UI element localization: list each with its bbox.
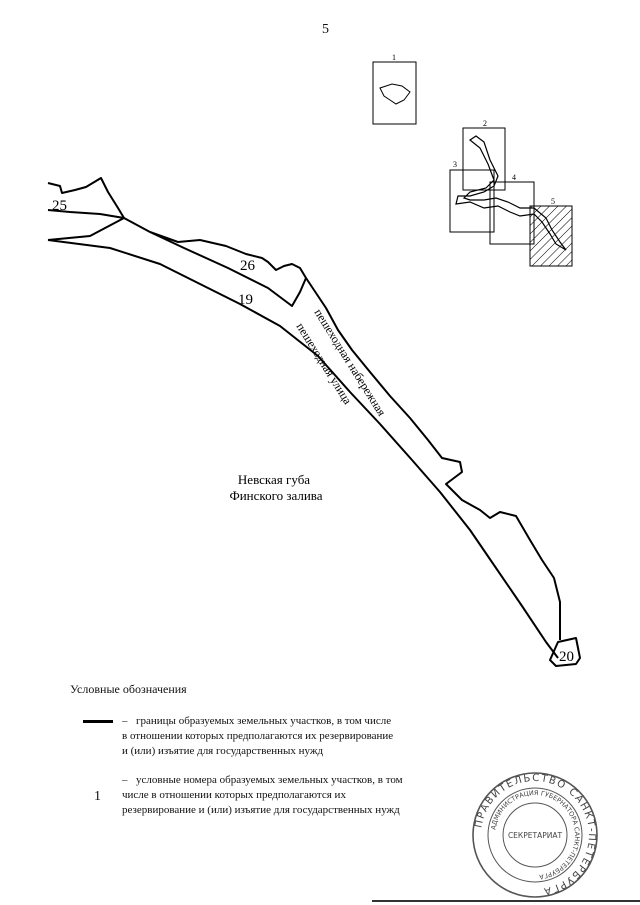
key-map: 1 2 3 4 5	[372, 53, 573, 267]
parcel-20-boundary	[549, 637, 581, 667]
legend-number-text-2: числе в отношении которых предполагаются…	[122, 789, 346, 801]
page-number: 5	[322, 22, 329, 37]
parcel-boundaries	[47, 177, 581, 667]
parcel-label-25: 25	[52, 198, 67, 214]
key-label-1: 1	[392, 53, 396, 62]
legend-boundary-dash: –	[122, 715, 128, 727]
legend-boundary-symbol	[83, 720, 113, 723]
parcel-26-boundary	[123, 217, 307, 307]
legend-number-symbol: 1	[94, 789, 101, 804]
key-label-2: 2	[483, 119, 487, 128]
legend-boundary-text-2: в отношении которых предполагаются их ре…	[122, 730, 394, 742]
key-sheet-3	[449, 169, 495, 233]
legend-boundary-text-3: и (или) изъятие для государственных нужд	[122, 745, 324, 757]
parcel-label-26: 26	[240, 258, 256, 274]
embankment-boundary	[305, 277, 561, 640]
key-shape-1	[379, 83, 411, 105]
water-label-line2: Финского залива	[229, 488, 322, 503]
map-canvas: 1 2 3 4 5 25 26 19 20 пешеходная набереж…	[47, 53, 581, 667]
parcel-25-boundary	[47, 177, 125, 219]
key-sheet-1	[372, 61, 417, 125]
official-seal: ПРАВИТЕЛЬСТВО САНКТ-ПЕТЕРБУРГА АДМИНИСТР…	[472, 772, 598, 898]
legend-boundary-text-1: границы образуемых земельных участков, в…	[136, 715, 392, 727]
parcel-19-boundary	[47, 217, 559, 659]
svg-text:СЕКРЕТАРИАТ: СЕКРЕТАРИАТ	[508, 831, 563, 840]
legend-title: Условные обозначения	[70, 682, 187, 696]
key-route	[455, 135, 567, 251]
key-label-3: 3	[453, 160, 457, 169]
legend-number-text-3: резервирование и (или) изъятие для госуд…	[122, 804, 400, 816]
legend-number-text-1: условные номера образуемых земельных уча…	[136, 774, 403, 786]
parcel-label-19: 19	[238, 292, 253, 308]
key-sheet-2	[462, 127, 506, 191]
key-label-4: 4	[512, 173, 516, 182]
key-label-5: 5	[551, 197, 555, 206]
legend-number-dash: –	[122, 774, 128, 786]
bottom-rule	[372, 900, 640, 902]
water-label-line1: Невская губа	[238, 472, 310, 487]
parcel-label-20: 20	[559, 649, 574, 665]
